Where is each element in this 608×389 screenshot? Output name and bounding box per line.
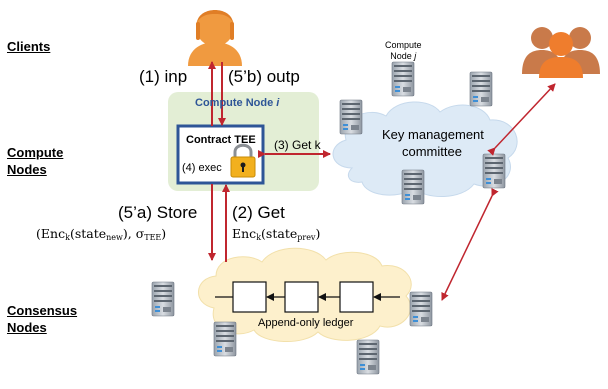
server-icon (213, 321, 237, 357)
get-state: (state (261, 226, 298, 241)
outp-label: (5’b) outp (228, 67, 300, 86)
row-label-consensus: Consensus (7, 303, 78, 318)
row-label-compute: Compute (7, 145, 64, 160)
get-k: k (256, 233, 262, 242)
ledger-committee-arrow (441, 187, 499, 301)
compute-node-j-line2: Node (390, 51, 415, 61)
compute-node-i-label: Compute Node i (195, 98, 279, 109)
committee-link-arrow (487, 83, 556, 156)
committee-label: committee (402, 144, 462, 159)
server-icon (409, 291, 433, 327)
server-icon (469, 71, 493, 107)
get-close: ) (315, 226, 321, 241)
contract-tee-label: Contract TEE (186, 134, 256, 146)
ledger-block (339, 281, 374, 313)
key-management-label: Key management (382, 127, 484, 142)
store-close: ) (161, 226, 167, 241)
server-icon (401, 169, 425, 205)
store-payload: (Enck(statenew), σTEE) (36, 226, 167, 242)
exec-label: (4) exec (182, 162, 222, 174)
store-label: (5’a) Store (118, 203, 198, 222)
get-label: (2) Get (232, 203, 285, 222)
compute-node-i-prefix: Compute Node (195, 97, 277, 109)
compute-node-j-line1: Compute (385, 40, 422, 50)
server-icon (482, 153, 506, 189)
client-person-icon (188, 10, 242, 66)
server-icon (151, 281, 175, 317)
row-label-compute-nodes: Nodes (7, 162, 47, 177)
store-sigma: ), σ (122, 226, 145, 241)
compute-node-i-italic: i (276, 97, 280, 109)
inp-label: (1) inp (139, 67, 188, 86)
get-enc: Enc (232, 226, 257, 241)
store-state-new: new (106, 233, 123, 242)
store-sigma-tee: TEE (144, 233, 162, 242)
get-state-prev: prev (297, 233, 316, 242)
get-payload: Enck(stateprev) (232, 226, 321, 242)
row-label-consensus-nodes: Nodes (7, 320, 47, 335)
committee-group-icon (522, 27, 600, 78)
store-enc: Enc (40, 226, 66, 241)
server-icon (356, 339, 380, 375)
server-icon (391, 61, 415, 97)
store-state: (state (69, 226, 107, 241)
get-k-label: (3) Get k (274, 138, 321, 152)
server-icon (339, 99, 363, 135)
ledger-block (232, 281, 267, 313)
ledger-label: Append-only ledger (258, 317, 354, 329)
store-k: k (65, 233, 70, 242)
lock-icon (230, 143, 256, 178)
ledger-block (284, 281, 319, 313)
compute-node-j-italic: j (414, 51, 417, 61)
row-label-clients: Clients (7, 39, 51, 54)
